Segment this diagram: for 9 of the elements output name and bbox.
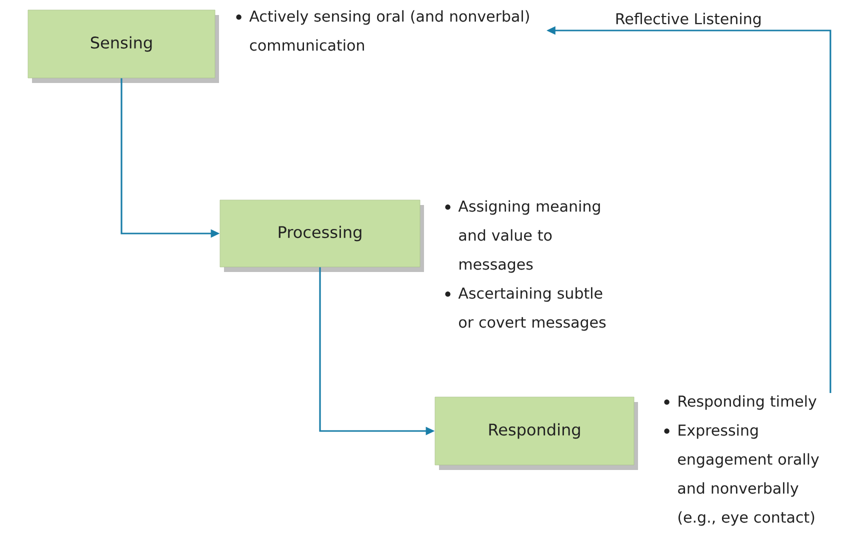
process-box: Processing (220, 200, 420, 268)
bullet-list: Assigning meaning and value to messages Ascertaining subtle or covert messages (445, 200, 606, 331)
node-label: Expressing engagement orally and nonverbally (e.g., eye contact) (678, 424, 819, 526)
bullet-list: Actively sensing oral (and nonverbal) communication (236, 10, 529, 51)
edge-label: Reflective Listening (614, 12, 763, 28)
bullet-list: Responding timely Expressing engagement orally and nonverbally (e.g., eye contact) (664, 395, 819, 526)
node-label: Responding timely (678, 395, 816, 410)
process-box: Responding (434, 396, 634, 466)
process-box: Sensing (28, 10, 216, 78)
